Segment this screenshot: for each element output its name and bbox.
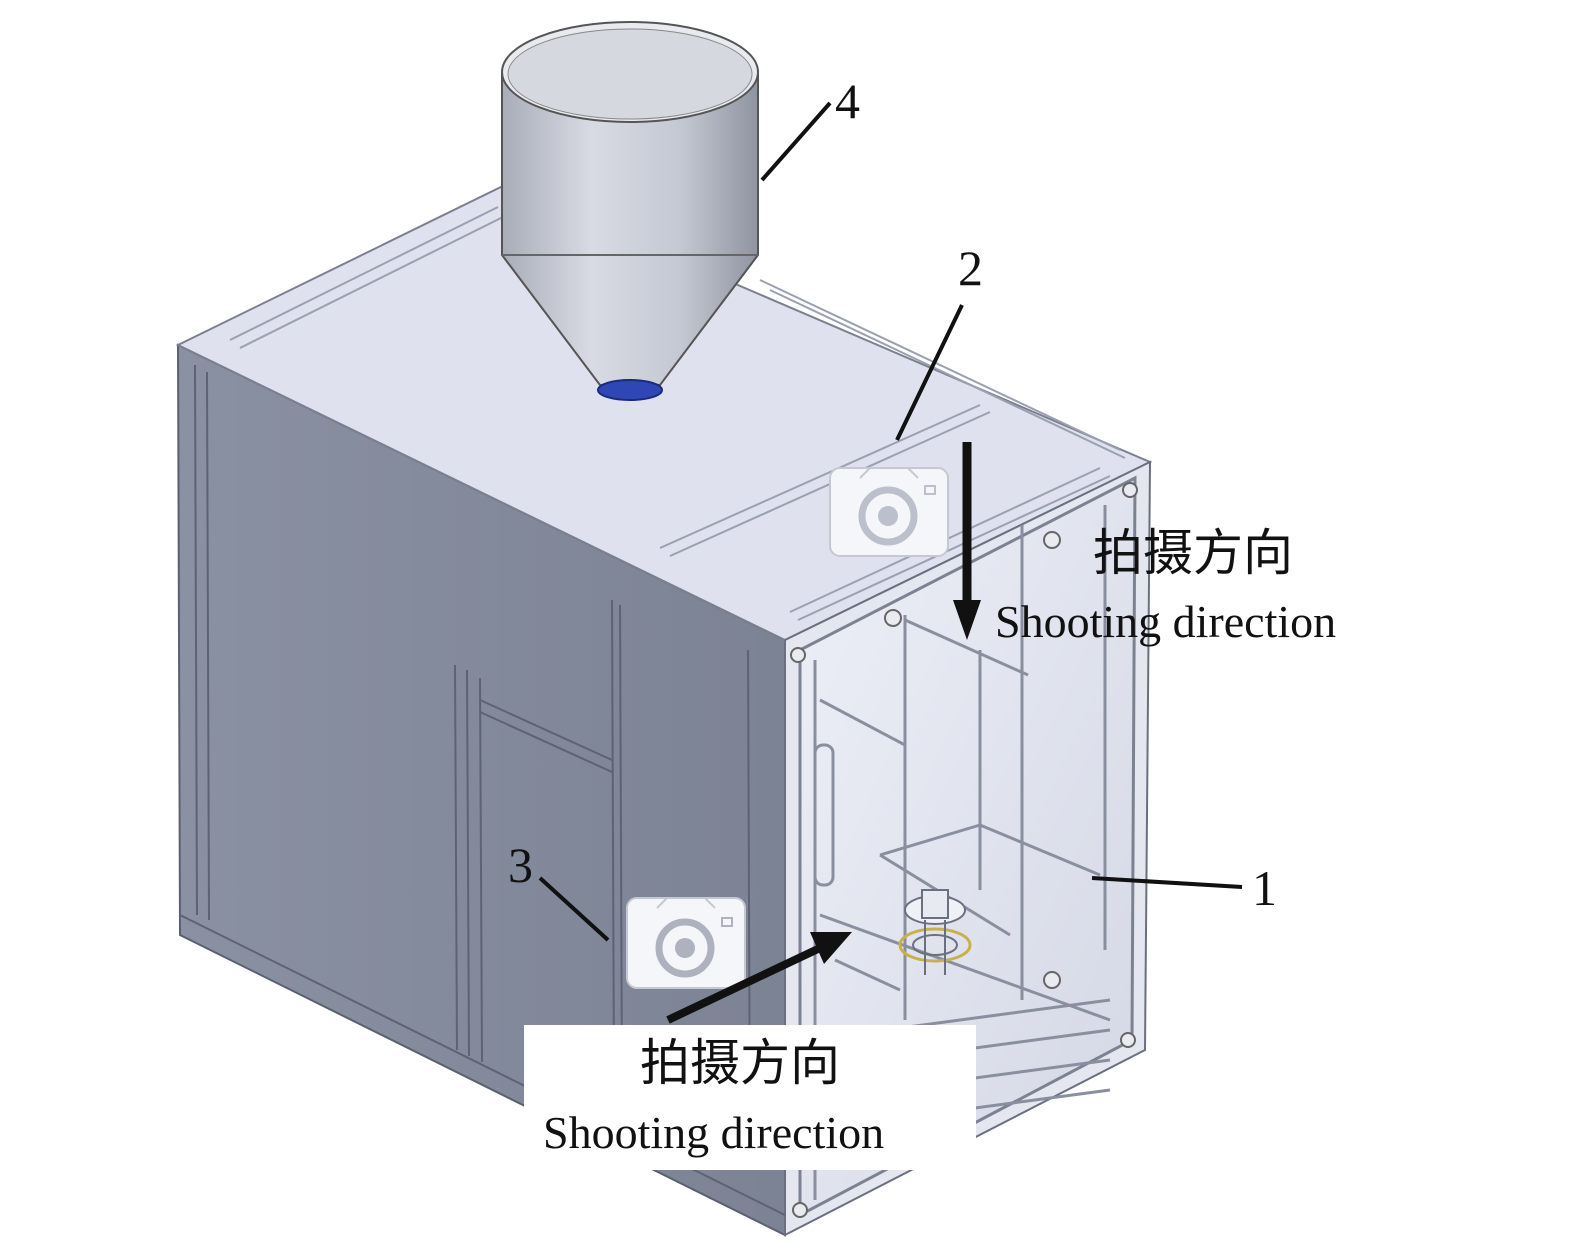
leader-line-4 bbox=[760, 101, 832, 182]
door-hinges bbox=[790, 482, 1138, 1218]
bottom-direction-label-en: Shooting direction bbox=[543, 1107, 884, 1158]
side-panel-lines bbox=[179, 364, 786, 1216]
callout-4: 4 bbox=[835, 73, 860, 129]
camera-icon bbox=[626, 897, 746, 989]
bottom-label-panel bbox=[524, 1025, 976, 1170]
top-rails bbox=[229, 206, 1126, 621]
leader-line-1 bbox=[1091, 876, 1243, 889]
bottom-direction-label-cn: 拍摄方向 bbox=[640, 1035, 840, 1091]
leader-line-3 bbox=[538, 876, 610, 942]
leader-lines bbox=[538, 101, 1243, 942]
hopper-outlet bbox=[597, 379, 663, 401]
feed-hopper bbox=[501, 21, 759, 401]
leader-line-2 bbox=[895, 304, 964, 441]
top-direction-label-en: Shooting direction bbox=[995, 596, 1336, 647]
callout-1: 1 bbox=[1252, 860, 1277, 916]
camera-icon bbox=[829, 467, 949, 557]
side-shooting-arrow bbox=[666, 932, 852, 1024]
top-shooting-arrow bbox=[953, 442, 981, 640]
callout-2: 2 bbox=[958, 240, 983, 296]
callout-3: 3 bbox=[508, 837, 533, 893]
rotary-mechanism bbox=[898, 889, 972, 975]
top-direction-label-cn: 拍摄方向 bbox=[1093, 525, 1293, 581]
